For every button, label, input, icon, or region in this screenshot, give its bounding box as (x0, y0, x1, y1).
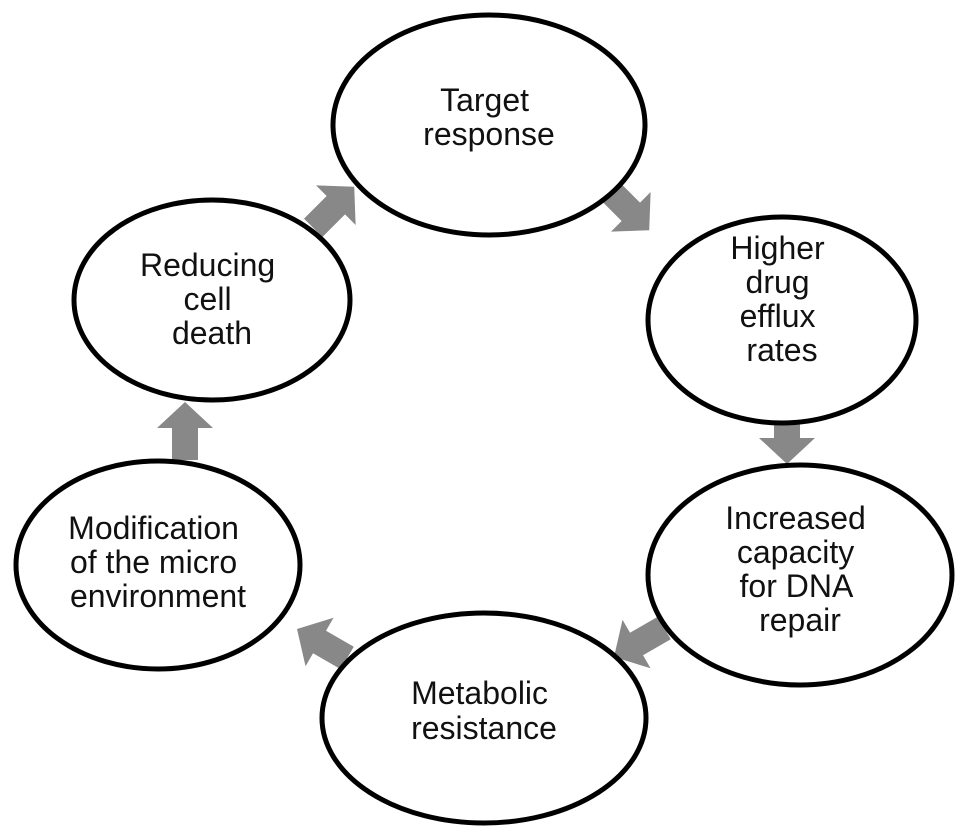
node-line: Modification (68, 510, 239, 546)
node-target-response: Target response (330, 12, 648, 238)
arrow-cell-death-to-target (304, 185, 356, 237)
node-modification-of-the-micro-environment: Modification of the micro environment (13, 458, 303, 672)
node-line: capacity (737, 534, 854, 570)
node-line: Higher (730, 230, 825, 266)
node-line: efflux (740, 298, 816, 334)
node-line: Increased (725, 500, 866, 536)
node-higher-drug-efflux-rates: Higher drug efflux rates (645, 214, 919, 426)
node-increased-capacity-for-dna-repair: Increased capacity for DNA repair (645, 462, 955, 688)
arrow-metabolic-to-micro-environment (297, 617, 354, 670)
node-line: response (423, 116, 555, 152)
node-reducing-cell-death-label: Reducing cell death (140, 247, 284, 351)
node-metabolic-resistance: Metabolic resistance (319, 610, 649, 826)
node-increased-capacity-for-dna-repair-label: Increased capacity for DNA repair (725, 500, 874, 638)
arrow-dna-repair-to-metabolic (614, 616, 671, 669)
node-line: rates (746, 332, 817, 368)
node-higher-drug-efflux-rates-label: Higher drug efflux rates (730, 230, 833, 368)
node-reducing-cell-death-ellipse (71, 197, 353, 403)
node-line: for DNA (740, 568, 854, 604)
arrow-micro-environment-to-cell-death (157, 402, 213, 460)
node-line: Metabolic (411, 675, 548, 711)
node-reducing-cell-death: Reducing cell death (71, 197, 353, 403)
node-modification-of-the-micro-environment-label: Modification of the micro environment (68, 510, 248, 614)
node-metabolic-resistance-ellipse (319, 610, 649, 826)
node-target-response-ellipse (330, 12, 648, 238)
arrows (157, 180, 815, 670)
node-line: resistance (411, 710, 557, 746)
node-target-response-label: Target response (423, 82, 555, 152)
node-increased-capacity-for-dna-repair-ellipse (645, 462, 955, 688)
node-line: Reducing (140, 247, 275, 283)
node-line: drug (746, 264, 810, 300)
node-modification-of-the-micro-environment-ellipse (13, 458, 303, 672)
node-line: environment (70, 578, 246, 614)
node-line: cell (184, 281, 232, 317)
node-higher-drug-efflux-rates-ellipse (645, 214, 919, 426)
arrow-efflux-to-dna-repair (759, 406, 815, 464)
node-line: Target (440, 82, 529, 118)
node-line: of the micro (70, 544, 237, 580)
node-line: death (172, 315, 252, 351)
node-line: repair (759, 602, 841, 638)
node-metabolic-resistance-label: Metabolic resistance (411, 675, 557, 746)
